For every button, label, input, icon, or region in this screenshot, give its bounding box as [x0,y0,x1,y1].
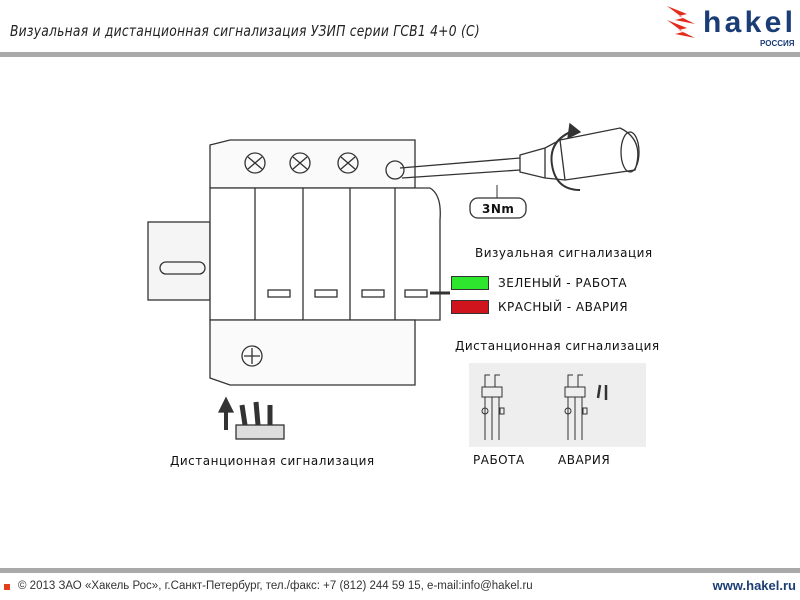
footer-copyright: © 2013 ЗАО «Хакель Рос», г.Санкт-Петербу… [18,580,533,592]
remote-heading: Дистанционная сигнализация [455,339,660,353]
legend-green: ЗЕЛЕНЫЙ - РАБОТА [498,276,628,290]
screwdriver-icon [399,122,640,191]
connector-label: Дистанционная сигнализация [170,454,375,468]
bullet-icon [4,584,10,590]
website-link[interactable]: www.hakel.ru [712,578,796,593]
torque-label-box [469,197,527,219]
green-swatch [451,276,489,290]
logo-subtitle: РОССИЯ [760,39,795,48]
svg-text:hakel: hakel [703,6,793,39]
red-swatch [451,300,489,314]
visual-heading: Визуальная сигнализация [475,246,653,260]
state-alarm: АВАРИЯ [558,453,611,467]
legend-red: КРАСНЫЙ - АВАРИЯ [498,300,629,314]
remote-signal-schematics [481,374,608,440]
footer-divider [0,568,800,573]
connector-icon [217,396,285,440]
terminal-screws [244,152,405,180]
page-title: Визуальная и дистанционная сигнализация … [10,22,480,40]
torque-label: 3Nm [482,202,515,216]
state-work: РАБОТА [473,453,525,467]
hakel-logo: hakel [665,2,800,40]
lightning-logo-icon: hakel [667,6,793,39]
header-divider [0,52,800,57]
